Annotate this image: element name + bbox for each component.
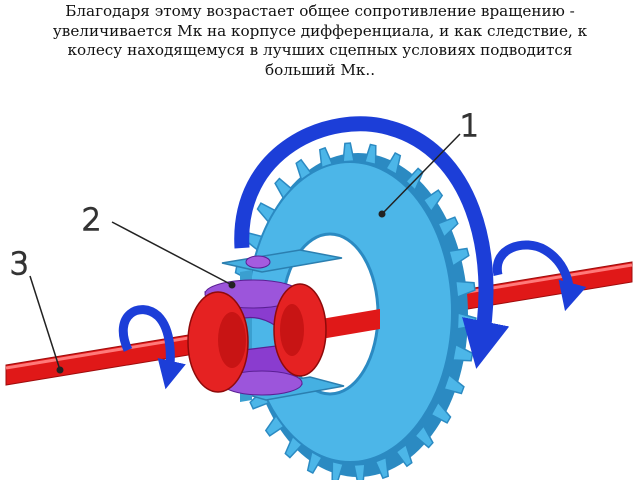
leader-dot-2 xyxy=(228,281,236,289)
side-gear-left xyxy=(187,291,249,393)
callout-2: 2 xyxy=(82,203,101,238)
ring-gear-tooth xyxy=(414,424,434,449)
callout-3: 3 xyxy=(10,247,29,282)
differential-diagram: 1 2 3 xyxy=(5,108,633,480)
ring-gear-tooth xyxy=(353,463,366,480)
ring-gear-tooth xyxy=(374,456,390,480)
leader-dot-3 xyxy=(56,366,64,374)
ring-gear-tooth xyxy=(422,189,444,213)
ring-gear-tooth xyxy=(385,152,402,176)
ring-gear-tooth xyxy=(342,142,355,163)
leader-line-3 xyxy=(29,275,61,371)
ring-gear-tooth xyxy=(448,247,470,268)
caption-line-3: колесу находящемуся в лучших сцепных усл… xyxy=(67,41,573,59)
ring-gear-tooth xyxy=(331,460,345,480)
callout-1: 1 xyxy=(460,109,479,144)
ring-gear-tooth xyxy=(363,143,377,166)
ring-gear-tooth xyxy=(456,312,477,330)
ring-gear-tooth xyxy=(454,280,476,299)
arrow-right-wheel xyxy=(492,240,587,312)
caption-line-1: Благодаря этому возрастает общее сопроти… xyxy=(65,2,575,20)
ring-gear-tooth xyxy=(430,400,452,424)
ring-gear-tooth xyxy=(437,216,459,239)
caption-line-2: увеличивается Мк на корпусе дифференциал… xyxy=(52,21,588,40)
side-gear-right xyxy=(273,283,327,377)
ring-gear-tooth xyxy=(395,443,413,468)
leader-dot-1 xyxy=(378,210,386,218)
caption-text: Благодаря этому возрастает общее сопроти… xyxy=(0,0,640,94)
arrow-left-wheel xyxy=(118,305,186,390)
leader-line-1 xyxy=(381,133,461,215)
ring-gear-tooth xyxy=(443,373,465,395)
caption-line-4: больший Мк.. xyxy=(264,60,376,79)
arrow-ring-rotation xyxy=(234,116,510,369)
leader-line-2 xyxy=(111,221,233,286)
